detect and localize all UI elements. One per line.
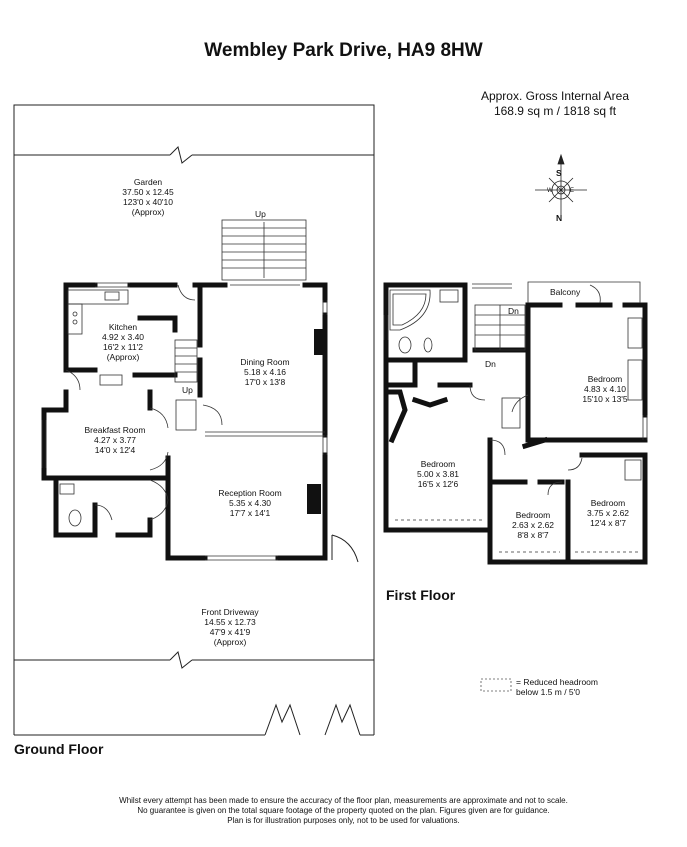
room-label-right-bedroom: Bedroom 3.75 x 2.62 12'4 x 8'7: [586, 498, 630, 528]
compass-east-label: E: [570, 188, 575, 194]
balcony-label: Balcony: [550, 287, 581, 297]
garden-steps: [221, 219, 307, 281]
stair-down-bottom-label: Dn: [485, 359, 496, 369]
ground-floor-details: [41, 282, 328, 561]
ground-floor-walls: [41, 282, 328, 561]
compass-south-label: S: [556, 168, 562, 178]
reduced-headroom-legend-box: [480, 678, 512, 692]
area-value: 168.9 sq m / 1818 sq ft: [493, 104, 617, 118]
room-label-kitchen: Kitchen 4.92 x 3.40 16'2 x 11'2 (Approx): [101, 322, 145, 362]
page-title: Wembley Park Drive, HA9 8HW: [204, 40, 483, 61]
gross-internal-area: Approx. Gross Internal Area 168.9 sq m /…: [440, 89, 670, 119]
stair-up-garden-label: Up: [255, 209, 266, 219]
compass-rose-icon: [535, 153, 587, 216]
disclaimer-line-2: No guarantee is given on the total squar…: [137, 806, 550, 815]
disclaimer-line-3: Plan is for illustration purposes only, …: [227, 816, 460, 825]
room-label-garden: Garden 37.50 x 12.45 123'0 x 40'10 (Appr…: [122, 177, 174, 217]
disclaimer-line-1: Whilst every attempt has been made to en…: [119, 796, 568, 805]
compass-north-label: N: [556, 213, 563, 223]
plot-boundary: [13, 104, 375, 736]
room-label-master-bedroom: Bedroom 4.83 x 4.10 15'10 x 13'5: [582, 374, 628, 404]
first-floor-details: [383, 281, 648, 565]
room-label-dining: Dining Room 5.18 x 4.16 17'0 x 13'8: [240, 357, 290, 387]
room-label-breakfast: Breakfast Room 4.27 x 3.77 14'0 x 12'4: [84, 425, 146, 455]
reduced-headroom-legend: = Reduced headroom below 1.5 m / 5'0: [516, 677, 598, 697]
stair-up-inside-label: Up: [182, 385, 193, 395]
area-label: Approx. Gross Internal Area: [480, 89, 630, 103]
room-label-small-bedroom: Bedroom 2.63 x 2.62 8'8 x 8'7: [511, 510, 555, 540]
room-label-reception: Reception Room 5.35 x 4.30 17'7 x 14'1: [218, 488, 282, 518]
first-floor-walls: [383, 282, 648, 565]
room-label-driveway: Front Driveway 14.55 x 12.73 47'9 x 41'9…: [201, 607, 259, 647]
room-label-left-bedroom: Bedroom 5.00 x 3.81 16'5 x 12'6: [416, 459, 460, 489]
stair-down-top-label: Dn: [508, 306, 519, 316]
disclaimer: Whilst every attempt has been made to en…: [0, 796, 687, 826]
first-floor-label: First Floor: [386, 587, 456, 603]
compass-west-label: W: [547, 188, 553, 194]
ground-floor-label: Ground Floor: [14, 741, 104, 757]
